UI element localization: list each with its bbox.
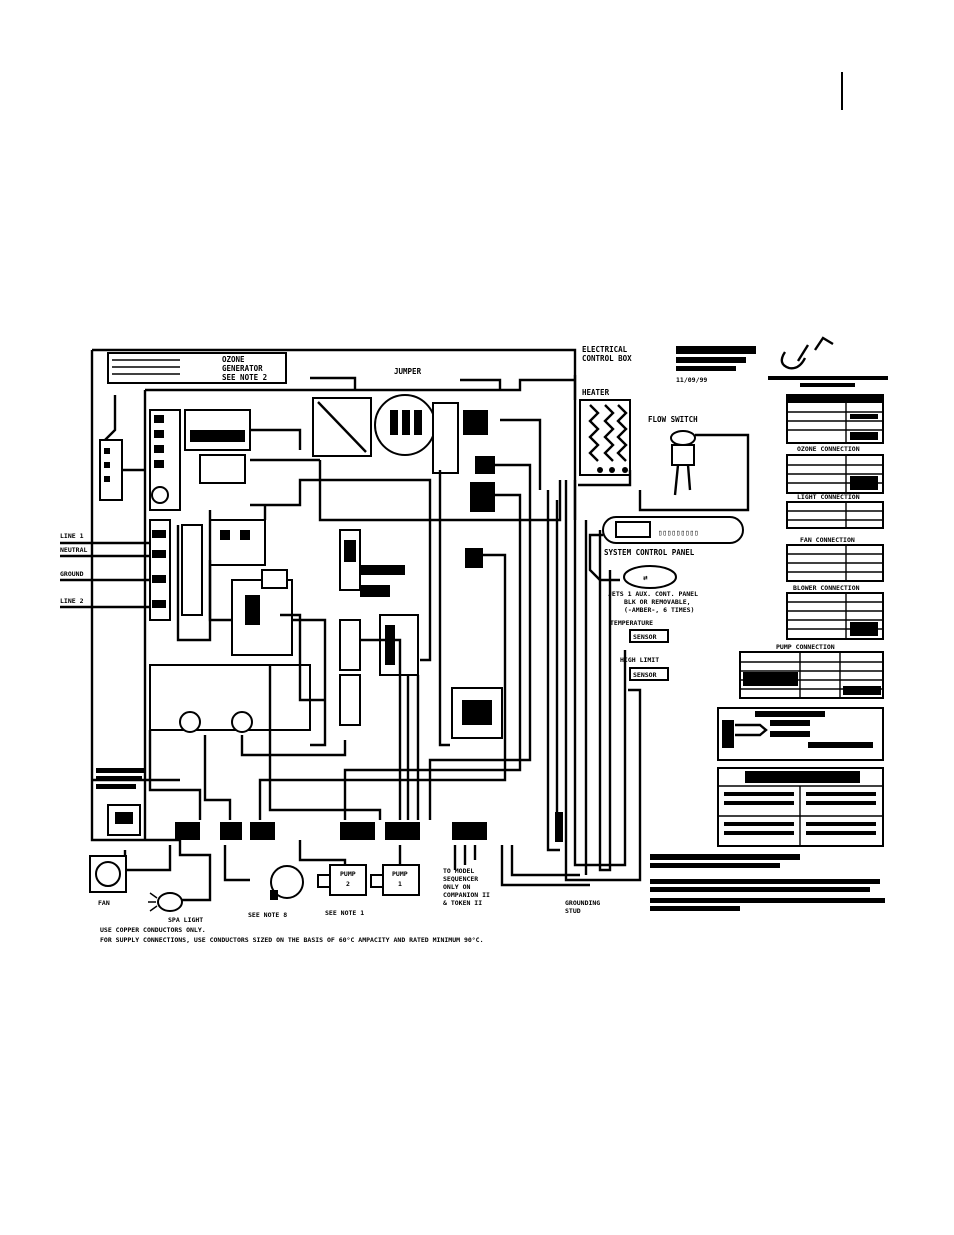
svg-text:STUD: STUD [565,907,581,915]
svg-text:ONLY ON: ONLY ON [443,883,470,891]
heater: ELECTRICAL CONTROL BOX HEATER [573,345,632,487]
jets-panel-label: JETS 1 AUX. CONT. PANEL [608,590,698,598]
ozone-generator: OZONE GENERATOR SEE NOTE 2 [107,352,287,384]
line2-label: LINE 2 [60,597,84,605]
supply-leads: LINE 1 NEUTRAL GROUND LINE 2 [60,532,150,609]
spa-light-label: SPA LIGHT [168,916,203,924]
svg-text:2: 2 [346,880,350,888]
jumper: JUMPER [374,367,495,568]
flow-switch-label: FLOW SWITCH [648,415,698,424]
svg-text:& TOKEN II: & TOKEN II [443,899,482,907]
electrical-control-box-label: ELECTRICAL [582,345,628,354]
flow-switch: FLOW SWITCH [638,415,750,512]
wiring-harness [123,418,642,902]
svg-text:SEE NOTE 2: SEE NOTE 2 [222,373,267,382]
high-limit-sensor-label: HIGH LIMIT [620,656,659,664]
temperature-sensor-label: TEMPERATURE [610,619,653,627]
svg-text:(-AMBER-, 6 TIMES): (-AMBER-, 6 TIMES) [624,606,694,614]
pump1-label: PUMP [392,870,408,878]
pump2-label: PUMP [340,870,356,878]
blower-connection-title: BLOWER CONNECTION [793,584,860,592]
svg-text:⇄: ⇄ [643,573,648,582]
svg-text:SENSOR: SENSOR [633,633,657,641]
svg-text:1: 1 [398,880,402,888]
ozone-label: OZONE [222,355,245,364]
light-connection-title: LIGHT CONNECTION [797,493,860,501]
see-note-1-label: SEE NOTE 1 [325,909,364,917]
svg-text:BLK OR REMOVABLE,: BLK OR REMOVABLE, [624,598,691,606]
notes-block [650,854,885,911]
svg-text:COMPANION II: COMPANION II [443,891,490,899]
jumper-label: JUMPER [394,367,422,376]
ozone-connection-title: OZONE CONNECTION [797,445,860,453]
fan-label: FAN [98,899,110,907]
system-control-panel-label: SYSTEM CONTROL PANEL [604,548,695,557]
svg-text:CONTROL BOX: CONTROL BOX [582,354,632,363]
svg-text:GENERATOR: GENERATOR [222,364,263,373]
blower-label: SEE NOTE 8 [248,911,287,919]
margin-rule [841,72,843,110]
svg-text:▯▯▯▯▯▯▯▯▯: ▯▯▯▯▯▯▯▯▯ [658,528,699,537]
note-supply: FOR SUPPLY CONNECTIONS, USE CONDUCTORS S… [100,936,484,944]
neutral-label: NEUTRAL [60,546,87,554]
connection-tables: OZONE CONNECTION LIGHT CONNECTION FAN CO… [717,394,884,847]
heater-label: HEATER [582,388,610,397]
ground-label: GROUND [60,570,84,578]
line1-label: LINE 1 [60,532,84,540]
system-control-panel: ▯▯▯▯▯▯▯▯▯ SYSTEM CONTROL PANEL ⇄ JETS 1 … [588,516,744,681]
relay-bank [312,397,503,739]
to-models-label: TO MODEL [443,867,474,875]
note-copper: USE COPPER CONDUCTORS ONLY. [100,926,206,934]
terminal-strip [99,395,145,501]
svg-text:SENSOR: SENSOR [633,671,657,679]
svg-text:SEQUENCER: SEQUENCER [443,875,478,883]
circuit-board [149,409,320,733]
bottom-notes: USE COPPER CONDUCTORS ONLY. FOR SUPPLY C… [96,768,484,944]
grounding-stud-label: GROUNDING [565,899,600,907]
peripheral-devices: FAN SPA LIGHT SEE NOTE 8 PUMP 2 PUMP 1 S… [89,855,600,924]
date-label: 11/09/99 [676,376,707,384]
pump-connection-title: PUMP CONNECTION [776,643,835,651]
lower-connectors [107,804,563,842]
title-block: 11/09/99 [676,336,888,387]
fan-connection-title: FAN CONNECTION [800,536,855,544]
